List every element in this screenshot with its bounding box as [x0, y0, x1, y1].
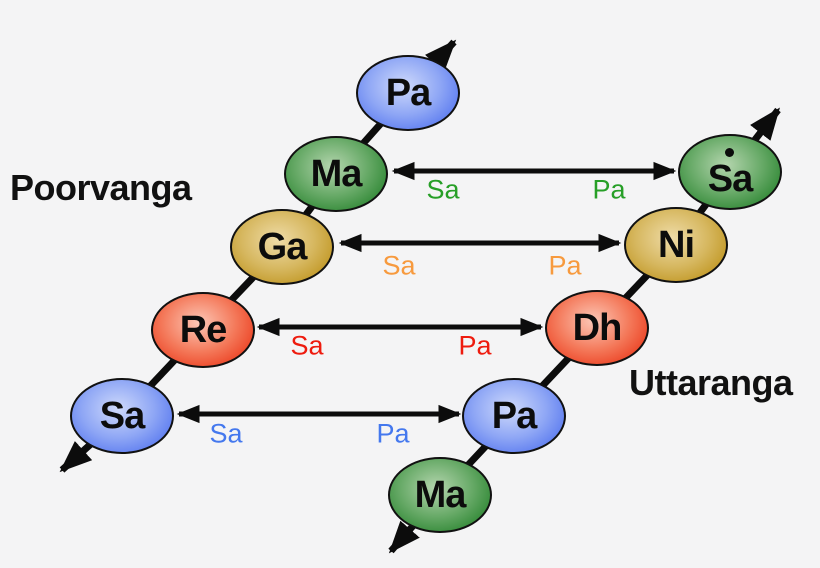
- node-label: Pa: [385, 72, 431, 114]
- node-poorvanga-ga: Ga: [230, 209, 334, 285]
- node-poorvanga-sa: Sa: [70, 378, 174, 454]
- node-label: Sa: [99, 395, 145, 437]
- node-label: Ni: [658, 224, 695, 266]
- interval-label-ga-ni-left: Sa: [382, 250, 416, 281]
- interval-label-re-dh-left: Sa: [290, 330, 324, 361]
- octave-dot-icon: [725, 148, 734, 157]
- node-label: Ga: [257, 226, 308, 268]
- node-poorvanga-ma: Ma: [284, 136, 388, 212]
- node-label: Pa: [491, 395, 537, 437]
- node-uttaranga-pa: Pa: [462, 378, 566, 454]
- interval-label-ma-sa-left: Sa: [426, 174, 460, 205]
- interval-label-sa-pa-right: Pa: [376, 418, 410, 449]
- interval-label-ga-ni-right: Pa: [548, 250, 582, 281]
- node-label: Re: [179, 309, 228, 351]
- interval-label-re-dh-right: Pa: [458, 330, 492, 361]
- node-uttaranga-sa-high: Sa: [678, 134, 782, 210]
- interval-label-ma-sa-right: Pa: [592, 174, 626, 205]
- node-label: Ma: [414, 474, 467, 516]
- node-label: Dh: [572, 307, 623, 349]
- node-uttaranga-ma: Ma: [388, 457, 492, 533]
- node-label: Ma: [310, 153, 363, 195]
- node-uttaranga-ni: Ni: [624, 207, 728, 283]
- node-uttaranga-dh: Dh: [545, 290, 649, 366]
- node-poorvanga-pa: Pa: [356, 55, 460, 131]
- poorvanga-title: Poorvanga: [10, 167, 192, 208]
- node-poorvanga-re: Re: [151, 292, 255, 368]
- uttaranga-title: Uttaranga: [629, 362, 793, 403]
- interval-label-sa-pa-left: Sa: [209, 418, 243, 449]
